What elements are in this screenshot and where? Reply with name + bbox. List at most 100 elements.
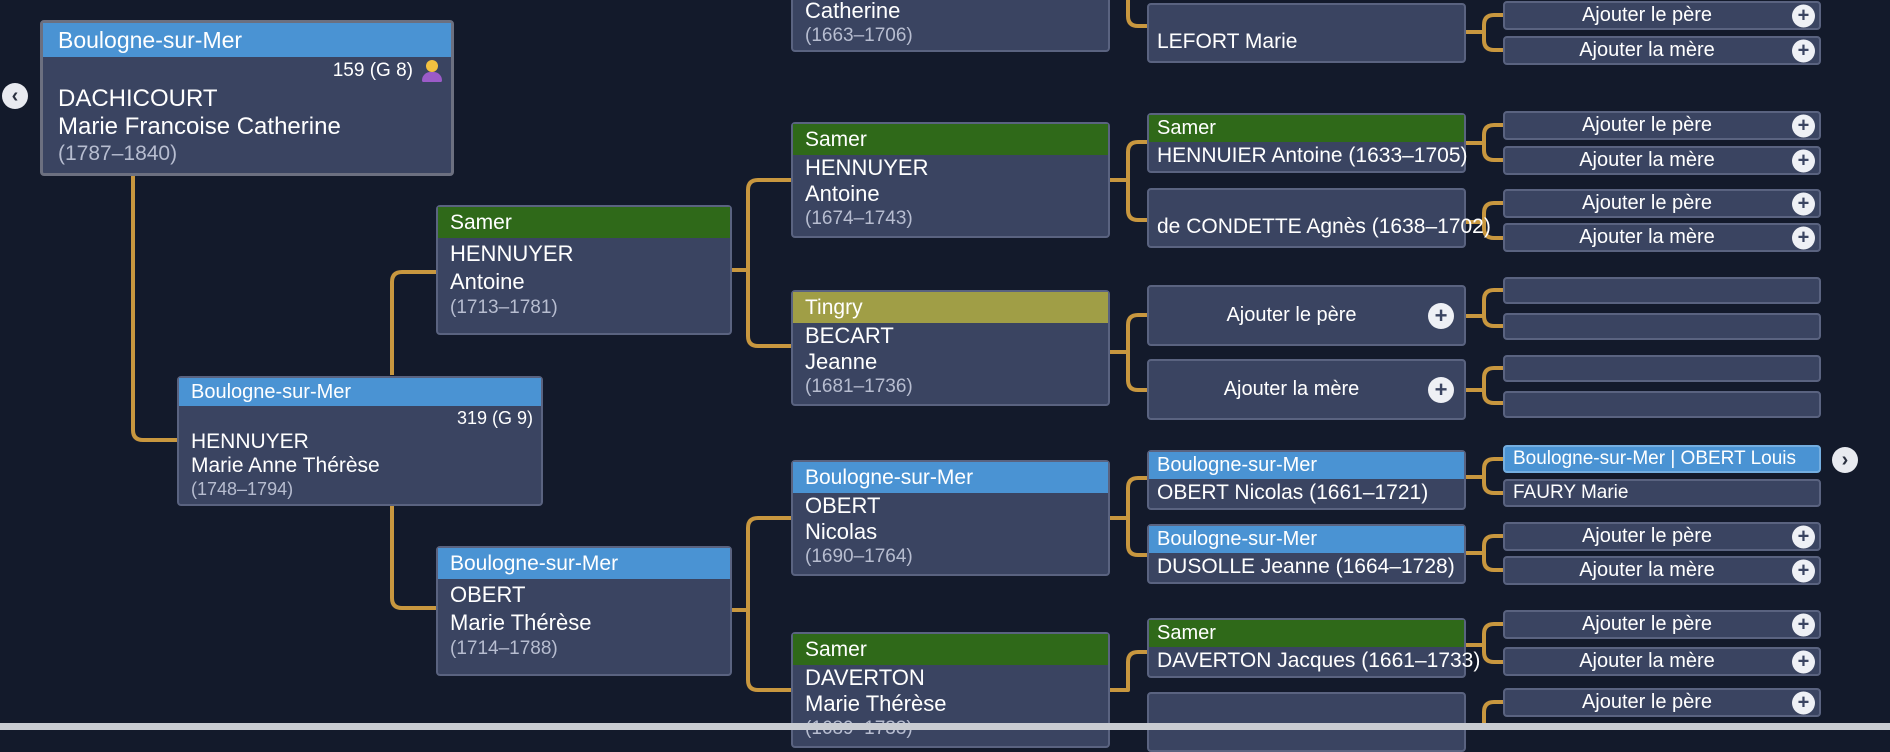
connector-g3-top <box>1126 0 1148 28</box>
place-band: Samer <box>793 124 1108 155</box>
person-firstname: Jeanne <box>805 349 878 374</box>
plus-circle-icon: + <box>1428 302 1454 329</box>
connector-g4-lefort <box>1466 13 1504 52</box>
plus-circle-icon: + <box>1792 613 1815 636</box>
add-father-button[interactable]: Ajouter le père+ <box>1503 189 1821 218</box>
person-card-root[interactable]: Boulogne-sur-Mer 159 (G 8) DACHICOURT Ma… <box>40 20 454 176</box>
plus-circle-icon: + <box>1792 4 1815 27</box>
person-lastname: OBERT <box>450 582 526 607</box>
person-lastname: DAVERTON <box>805 665 925 690</box>
person-card-g3-c[interactable]: Boulogne-sur-Mer OBERT Nicolas (1690–176… <box>791 460 1110 576</box>
connector-g4-condette <box>1466 201 1504 240</box>
add-mother-button[interactable]: Ajouter la mère+ <box>1503 556 1821 585</box>
plus-circle-icon: + <box>1792 650 1815 673</box>
add-father-button[interactable]: Ajouter le père+ <box>1503 610 1821 639</box>
person-card-lefort[interactable]: LEFORT Marie <box>1147 3 1466 63</box>
person-name: OBERT Nicolas (1661–1721) <box>1157 481 1429 504</box>
connector-g4-addmother <box>1466 366 1504 405</box>
person-card-daverton-jacques[interactable]: Samer DAVERTON Jacques (1661–1733) <box>1147 618 1481 678</box>
person-card-obert-louis[interactable]: Boulogne-sur-Mer | OBERT Louis <box>1503 445 1821 473</box>
connector-g4-daverton <box>1466 622 1504 664</box>
connector-g3-b <box>1110 313 1148 392</box>
person-card-g3-b[interactable]: Tingry BECART Jeanne (1681–1736) <box>791 290 1110 406</box>
person-card-hennuier[interactable]: Samer HENNUIER Antoine (1633–1705) <box>1147 113 1468 173</box>
connector-g4-bottom <box>1482 700 1504 730</box>
person-lastname: DACHICOURT <box>58 85 218 112</box>
add-mother-button[interactable]: Ajouter la mère+ <box>1503 223 1821 252</box>
place-band: Boulogne-sur-Mer <box>43 23 451 57</box>
person-card-condette[interactable]: de CONDETTE Agnès (1638–1702) <box>1147 188 1491 248</box>
person-lastname: HENNUYER <box>450 241 574 266</box>
person-card-obert-nicolas[interactable]: Boulogne-sur-Mer OBERT Nicolas (1661–172… <box>1147 450 1466 510</box>
person-firstname: Nicolas <box>805 519 878 544</box>
person-card-parent[interactable]: Boulogne-sur-Mer 319 (G 9) HENNUYER Mari… <box>177 376 543 506</box>
generation-meta: 319 (G 9) <box>456 408 533 428</box>
person-firstname: Catherine <box>805 0 901 23</box>
add-mother-button[interactable]: Ajouter la mère+ <box>1503 647 1821 676</box>
add-mother-button[interactable]: Ajouter la mère+ <box>1503 36 1821 65</box>
person-card-g4-bottom[interactable] <box>1147 692 1466 752</box>
plus-circle-icon: + <box>1792 192 1815 215</box>
add-mother-button[interactable]: Ajouter la mère+ <box>1503 146 1821 175</box>
person-card-gp1[interactable]: Samer HENNUYER Antoine (1713–1781) <box>436 205 732 335</box>
chevron-left-icon: ‹ <box>11 85 19 107</box>
person-card-g3-a[interactable]: Samer HENNUYER Antoine (1674–1743) <box>791 122 1110 238</box>
plus-circle-icon: + <box>1792 559 1815 582</box>
plus-circle-icon: + <box>1792 525 1815 548</box>
person-card-gp2[interactable]: Boulogne-sur-Mer OBERT Marie Thérèse (17… <box>436 546 732 676</box>
connector-g3-c <box>1110 476 1148 557</box>
generation-meta: 159 (G 8) <box>43 59 451 83</box>
horizontal-scrollbar[interactable] <box>0 723 1890 730</box>
add-father-button[interactable]: Ajouter le père+ <box>1503 522 1821 551</box>
empty-slot <box>1503 277 1821 304</box>
add-father-button[interactable]: Ajouter le père+ <box>1503 111 1821 140</box>
person-dates: (1681–1736) <box>805 376 913 397</box>
person-dates: (1714–1788) <box>450 638 558 659</box>
connector-gp1 <box>732 178 792 348</box>
connector-g4-obert <box>1466 457 1504 495</box>
person-card-g3-d[interactable]: Samer DAVERTON Marie Thérèse (1689–1733) <box>791 632 1110 748</box>
person-name: HENNUIER Antoine (1633–1705) <box>1157 144 1468 167</box>
place-band: Boulogne-sur-Mer <box>1149 452 1464 479</box>
plus-circle-icon: + <box>1792 39 1815 62</box>
add-mother-button[interactable]: Ajouter la mère + <box>1147 359 1466 420</box>
person-dates: (1787–1840) <box>58 142 178 165</box>
nav-left-button[interactable]: ‹ <box>2 83 28 109</box>
empty-slot <box>1503 391 1821 418</box>
place-band: Boulogne-sur-Mer <box>179 378 541 406</box>
add-father-button[interactable]: Ajouter le père+ <box>1503 1 1821 30</box>
person-firstname: Marie Thérèse <box>805 691 947 716</box>
place-band: Samer <box>1149 115 1464 142</box>
empty-slot <box>1503 313 1821 340</box>
place-band: Samer <box>793 634 1108 665</box>
person-dates: (1663–1706) <box>805 25 913 46</box>
person-lastname: HENNUYER <box>805 155 929 180</box>
add-father-button[interactable]: Ajouter le père+ <box>1503 688 1821 717</box>
nav-right-button[interactable]: › <box>1832 447 1858 473</box>
place-band: Boulogne-sur-Mer <box>1149 526 1464 553</box>
person-card-g3-top[interactable]: Catherine (1663–1706) <box>791 0 1110 52</box>
person-firstname: Antoine <box>805 181 880 206</box>
person-card-dusolle[interactable]: Boulogne-sur-Mer DUSOLLE Jeanne (1664–17… <box>1147 524 1466 584</box>
chevron-right-icon: › <box>1841 449 1849 471</box>
person-card-faury-marie[interactable]: FAURY Marie <box>1503 479 1821 507</box>
person-lastname: BECART <box>805 323 894 348</box>
person-dates: (1674–1743) <box>805 208 913 229</box>
connector-root <box>131 175 178 442</box>
empty-slot <box>1503 355 1821 382</box>
person-lastname: OBERT <box>805 493 881 518</box>
connector-gp2 <box>732 516 792 692</box>
tree-connectors <box>131 0 1504 730</box>
plus-circle-icon: + <box>1792 226 1815 249</box>
connector-g4-dusolle <box>1466 534 1504 572</box>
plus-circle-icon: + <box>1792 114 1815 137</box>
connector-g4-addfather <box>1466 288 1504 328</box>
person-dates: (1748–1794) <box>191 479 294 499</box>
person-name: DAVERTON Jacques (1661–1733) <box>1157 649 1481 672</box>
person-icon <box>421 59 443 82</box>
person-firstname: Marie Francoise Catherine <box>58 113 341 140</box>
person-dates: (1713–1781) <box>450 297 558 318</box>
person-name: de CONDETTE Agnès (1638–1702) <box>1157 215 1491 238</box>
add-father-button[interactable]: Ajouter le père + <box>1147 285 1466 346</box>
